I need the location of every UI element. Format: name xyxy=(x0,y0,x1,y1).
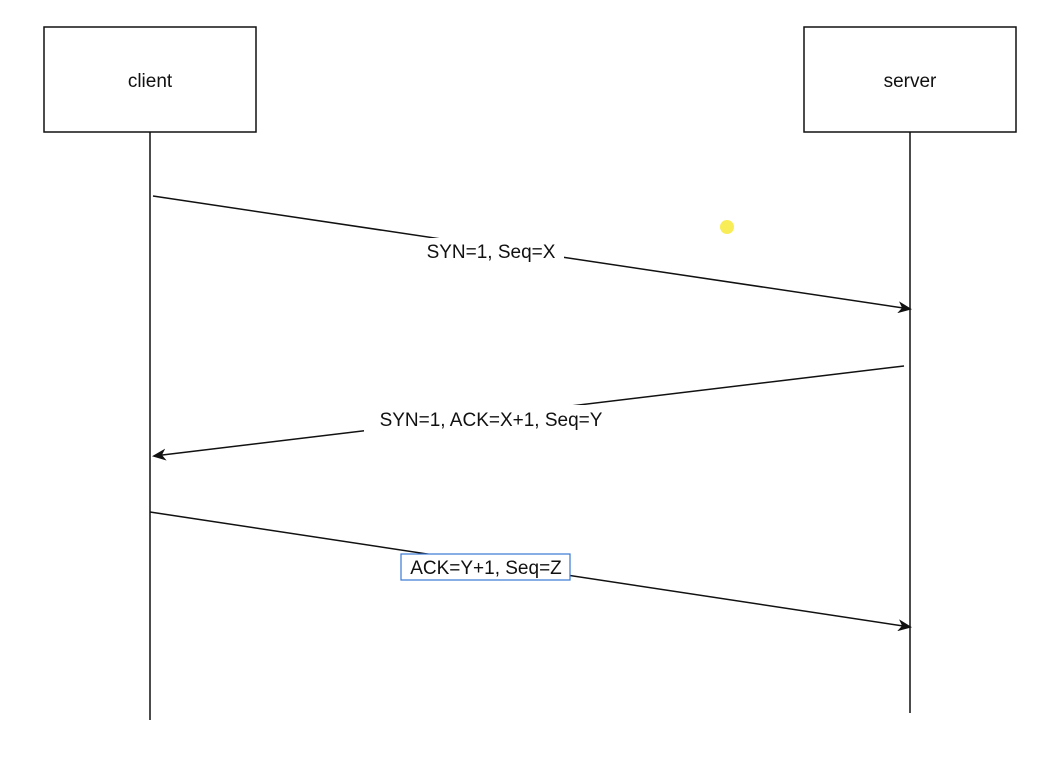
participant-server-box[interactable] xyxy=(803,26,1017,133)
participant-client[interactable]: client xyxy=(43,26,257,133)
cursor-highlight-dot xyxy=(720,220,734,234)
participant-server-label: server xyxy=(884,71,937,92)
message-ack-selection-box[interactable] xyxy=(400,553,571,581)
message-syn[interactable]: SYN=1, Seq=X xyxy=(152,195,912,314)
message-syn-ack[interactable]: SYN=1, ACK=X+1, Seq=Y xyxy=(152,365,905,461)
message-syn-label[interactable]: SYN=1, Seq=X xyxy=(427,242,556,263)
message-syn-ack-label-bg xyxy=(364,405,618,433)
message-ack[interactable]: ACK=Y+1, Seq=Z xyxy=(149,511,912,632)
message-syn-ack-label[interactable]: SYN=1, ACK=X+1, Seq=Y xyxy=(380,410,603,431)
message-syn-label-bg xyxy=(418,238,564,264)
participant-client-box[interactable] xyxy=(43,26,257,133)
message-ack-label[interactable]: ACK=Y+1, Seq=Z xyxy=(410,558,562,579)
participant-server[interactable]: server xyxy=(803,26,1017,133)
participant-client-label: client xyxy=(128,71,173,92)
message-ack-label-bg xyxy=(401,554,570,580)
